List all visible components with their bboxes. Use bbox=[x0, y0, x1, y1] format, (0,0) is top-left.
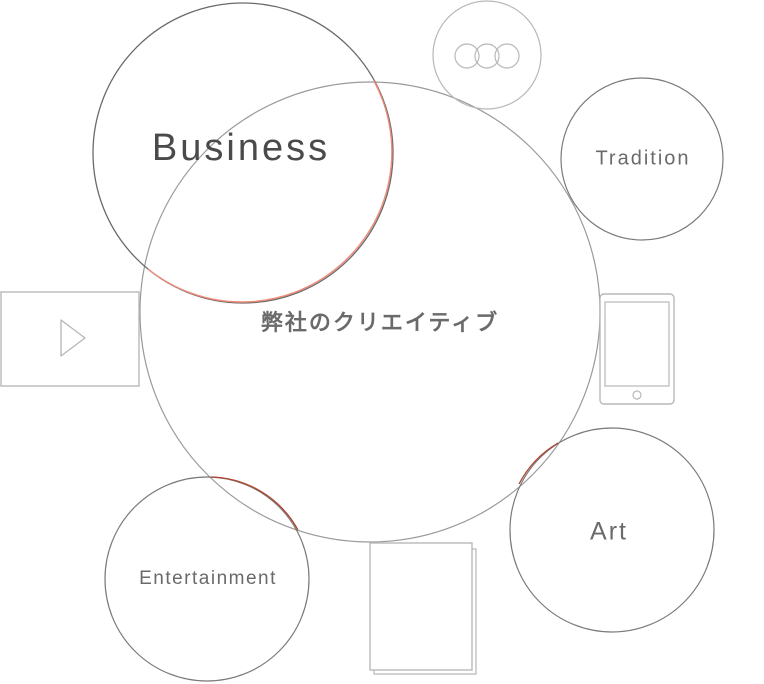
tradition-label: Tradition bbox=[595, 147, 690, 169]
paper-stack-icon bbox=[369, 542, 477, 675]
entertainment-overlap-highlight bbox=[210, 476, 299, 531]
art-label: Art bbox=[590, 518, 628, 546]
play-video-icon bbox=[0, 291, 140, 387]
rings-icon bbox=[432, 0, 542, 110]
art-circle[interactable] bbox=[509, 427, 715, 633]
business-label: Business bbox=[152, 127, 330, 169]
entertainment-label: Entertainment bbox=[139, 568, 277, 589]
center-label: 弊社のクリエイティブ bbox=[261, 310, 499, 336]
entertainment-circle[interactable] bbox=[104, 476, 310, 682]
tradition-circle[interactable] bbox=[560, 77, 724, 241]
art-overlap-highlight bbox=[518, 442, 559, 485]
business-overlap-highlight bbox=[147, 80, 393, 303]
tablet-icon bbox=[599, 293, 675, 405]
business-circle[interactable] bbox=[92, 2, 394, 304]
